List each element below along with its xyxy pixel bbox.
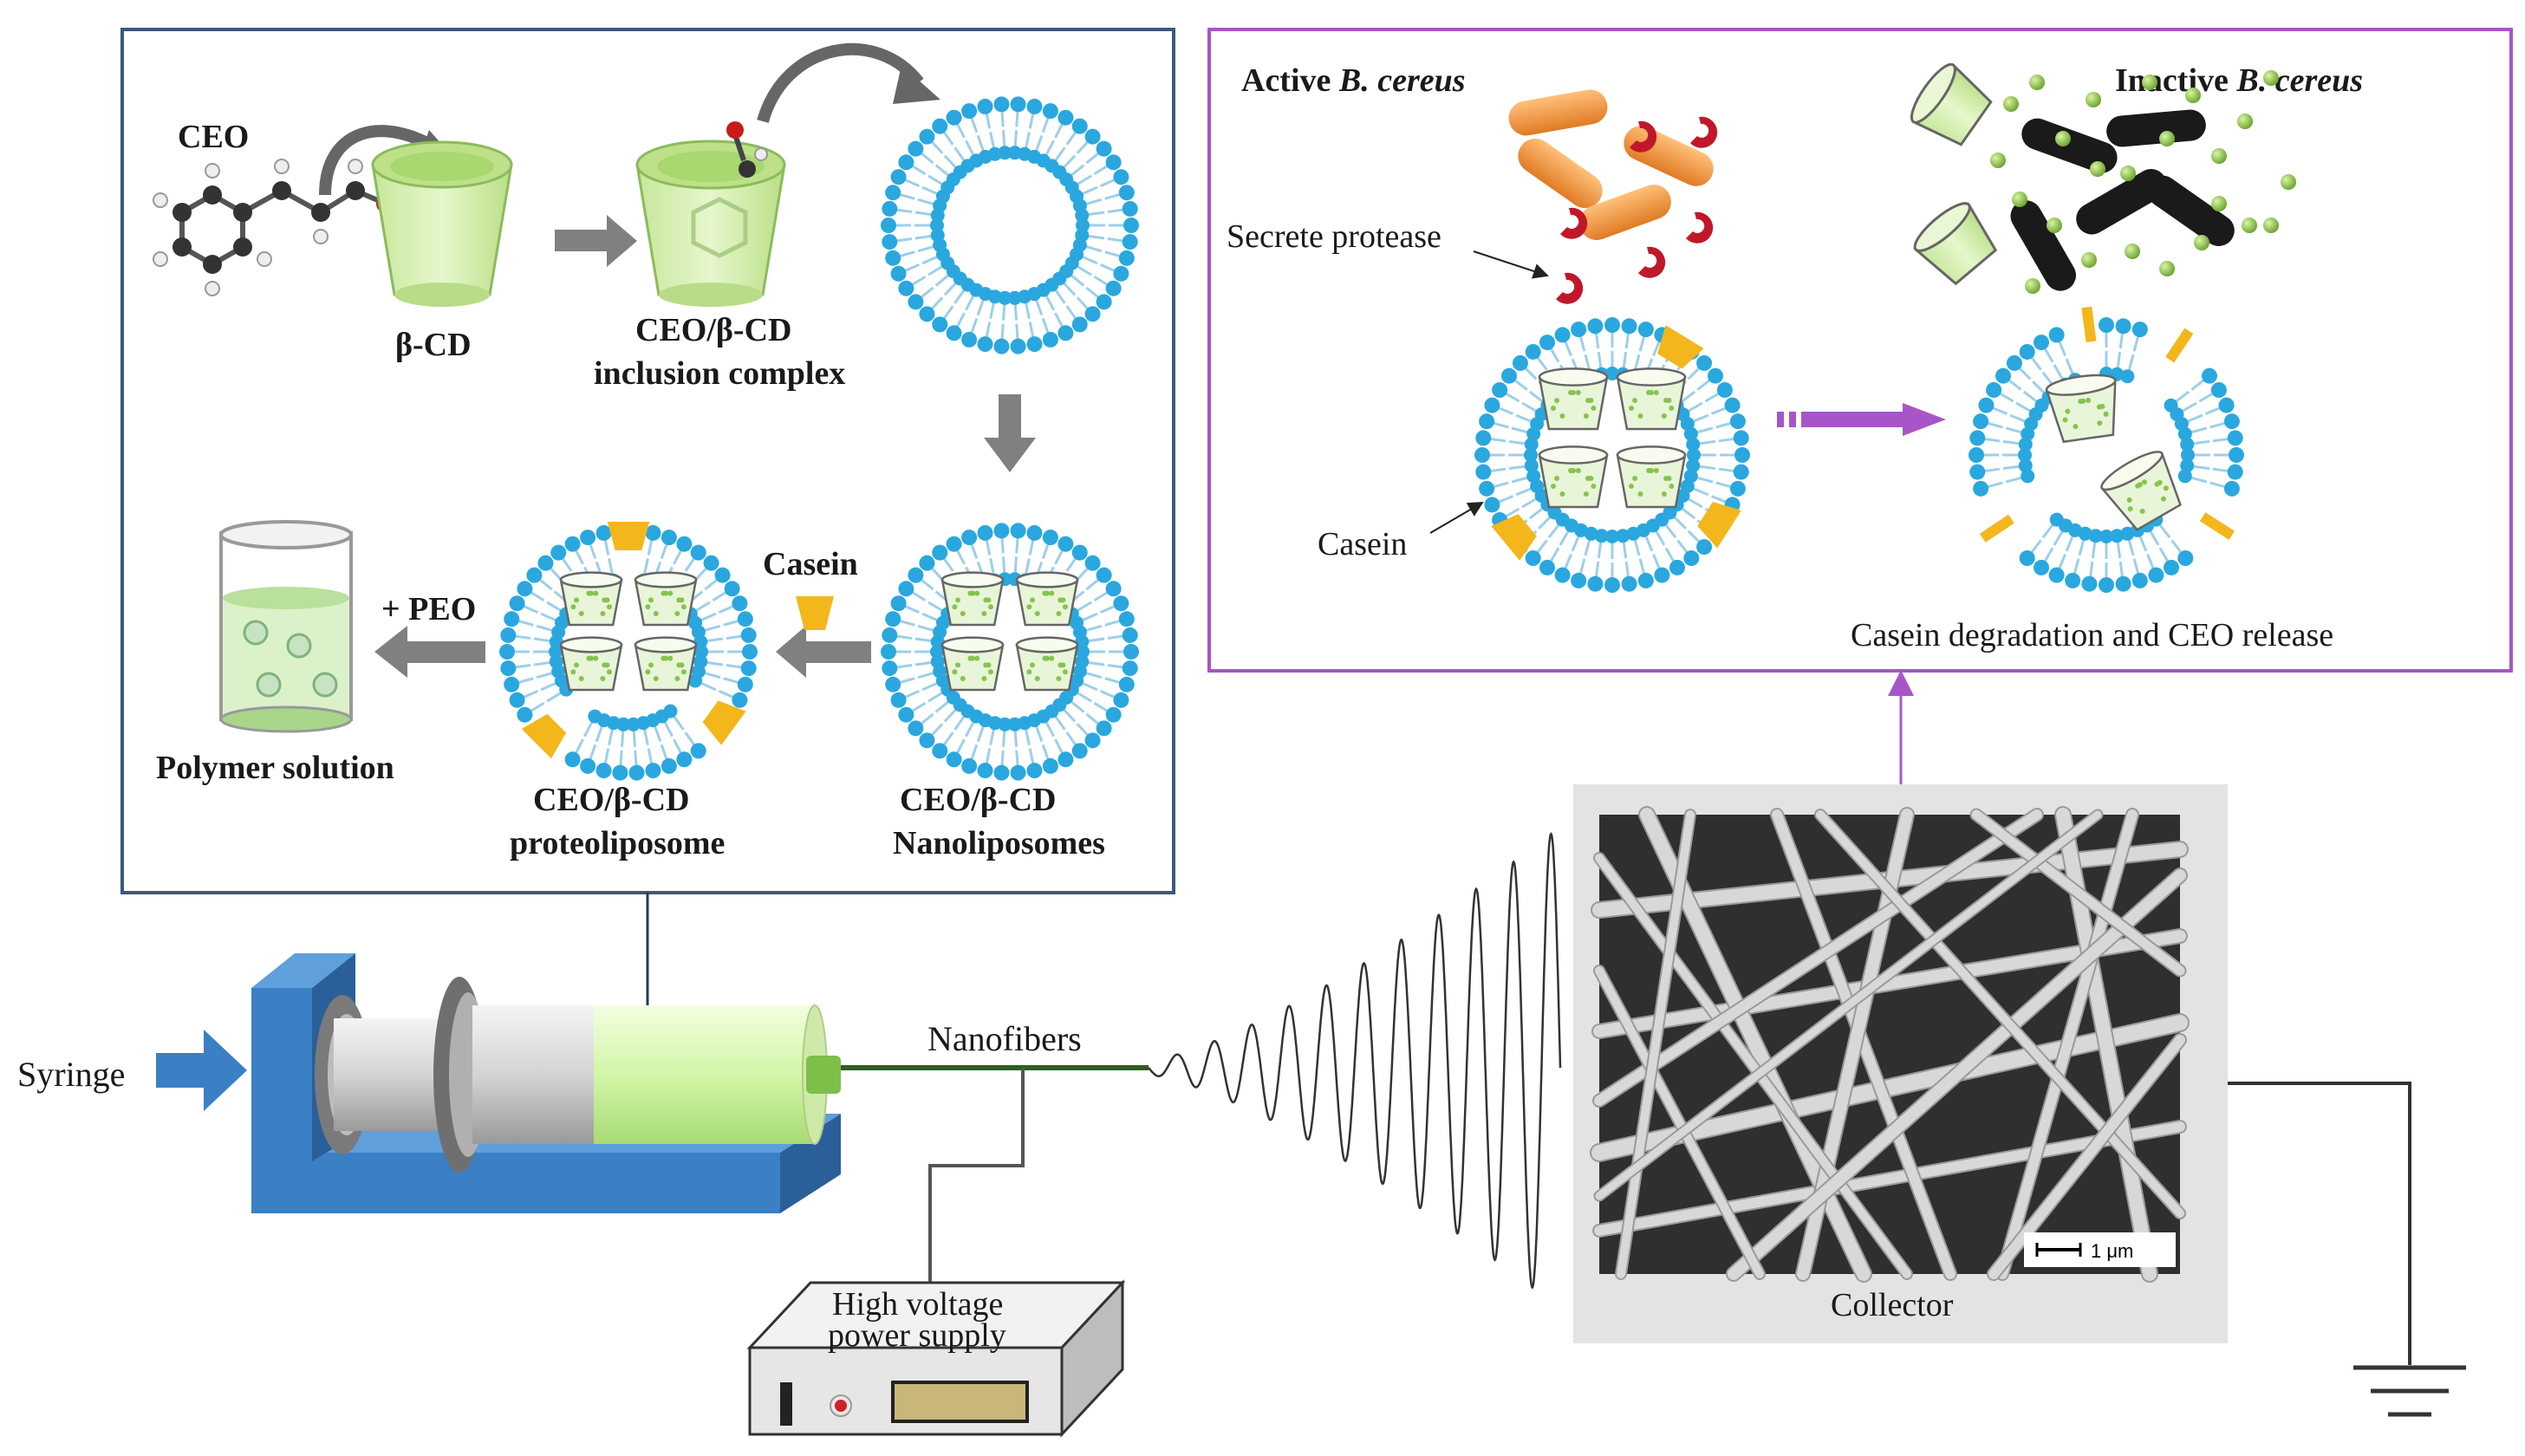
process-arrow-1 — [555, 215, 637, 267]
beaker-icon — [219, 520, 353, 733]
nanoliposome-label-line1: CEO/β-CD — [900, 782, 1056, 818]
polymer-solution-label: Polymer solution — [156, 750, 394, 786]
release-caption: Casein degradation and CEO release — [1851, 617, 2333, 653]
syringe-icon — [315, 977, 1149, 1173]
sem-image: 1 μm — [1590, 806, 2190, 1283]
protease-icon — [1556, 116, 1718, 304]
released-ceo-droplets-icon — [1990, 70, 2296, 294]
proteoliposome-icon — [499, 521, 758, 781]
peo-label: + PEO — [381, 591, 476, 627]
inclusion-label-line2: inclusion complex — [594, 355, 845, 392]
inactive-bacteria-icon — [2010, 109, 2235, 291]
cinnamaldehyde-label: CEO — [178, 119, 249, 155]
release-panel-frame — [1207, 28, 2513, 673]
active-bacteria-label: Active B. cereus — [1241, 62, 1466, 99]
release-casein-label: Casein — [1318, 526, 1407, 562]
inactive-bacteria-label: Inactive B. cereus — [2115, 62, 2363, 99]
scale-bar-label: 1 μm — [2091, 1240, 2133, 1262]
ground-icon — [2353, 1365, 2466, 1417]
curved-arrow-icon — [319, 125, 446, 196]
inclusion-complex-icon — [635, 121, 786, 307]
nanoliposome-icon — [881, 523, 1139, 781]
nanoliposome-label-line2: Nanoliposomes — [893, 825, 1105, 861]
casein-label: Casein — [763, 546, 858, 582]
free-cd-icon — [1910, 62, 1998, 286]
inclusion-label-line1: CEO/β-CD — [635, 312, 791, 348]
power-wire — [928, 1068, 1025, 1287]
active-proteoliposome-icon — [1474, 317, 1750, 593]
ground-wire — [2228, 1082, 2411, 1365]
empty-liposome-icon — [881, 96, 1139, 354]
syringe-push-arrow — [156, 1030, 247, 1111]
collector-label: Collector — [1831, 1287, 1954, 1323]
curved-arrow-head — [893, 65, 940, 104]
casein-icon — [796, 596, 834, 630]
release-transition-arrow — [1777, 403, 1946, 436]
proteoliposome-label-line1: CEO/β-CD — [533, 782, 689, 818]
casein-pointer — [1429, 501, 1484, 534]
process-arrow-3 — [374, 626, 485, 678]
nanofibers-label: Nanofibers — [927, 1019, 1082, 1058]
protease-pointer — [1473, 250, 1549, 279]
proteoliposome-label-line2: proteoliposome — [510, 825, 725, 861]
power-supply-label-line1: High voltage — [832, 1286, 1003, 1323]
power-supply-label-line2: power supply — [828, 1317, 1006, 1354]
power-supply-icon — [746, 1279, 1126, 1438]
syringe-label: Syringe — [17, 1055, 125, 1094]
nanofiber-strands-icon — [1590, 806, 2190, 1283]
electrospinning-jet-icon — [1148, 832, 1562, 1290]
beta-cd-icon — [371, 140, 513, 307]
protease-label: Secrete protease — [1227, 218, 1441, 255]
process-arrow-2 — [776, 626, 871, 678]
beta-cd-label: β-CD — [395, 327, 472, 363]
process-arrow-down — [984, 394, 1036, 472]
curved-arrow-icon — [757, 42, 924, 124]
degraded-proteoliposome-icon — [1969, 306, 2244, 593]
